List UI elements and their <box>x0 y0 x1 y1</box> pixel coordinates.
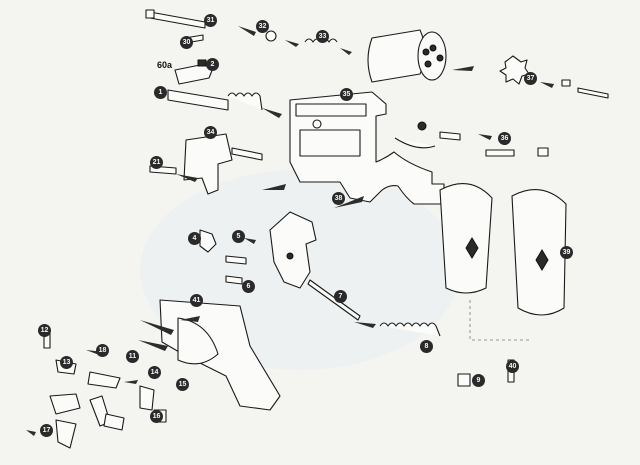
callout-label: 1 <box>154 86 167 99</box>
callout-label: 11 <box>126 350 139 363</box>
header-label: 60a <box>157 60 173 70</box>
callout-label: 34 <box>204 126 217 139</box>
callout-label: 33 <box>316 30 329 43</box>
callout-label: 38 <box>332 192 345 205</box>
callout-label: 31 <box>204 14 217 27</box>
callout-label: 5 <box>232 230 245 243</box>
callout-label: 32 <box>256 20 269 33</box>
extractor-star <box>499 55 609 99</box>
callout-label: 13 <box>60 356 73 369</box>
callout-label: 12 <box>38 324 51 337</box>
cylinder-release-parts <box>417 121 549 157</box>
callout-label: 4 <box>188 232 201 245</box>
callout-label: 8 <box>420 340 433 353</box>
cylinder <box>367 29 474 83</box>
trigger-guard <box>138 299 281 411</box>
callout-label: 40 <box>506 360 519 373</box>
callout-label: 30 <box>180 36 193 49</box>
callout-label: 14 <box>148 366 161 379</box>
callout-label: 37 <box>524 72 537 85</box>
callout-label: 41 <box>190 294 203 307</box>
callout-label: 39 <box>560 246 573 259</box>
callout-label: 36 <box>498 132 511 145</box>
callout-label: 9 <box>472 374 485 387</box>
callout-label: 21 <box>150 156 163 169</box>
grip-panels <box>439 183 567 341</box>
callout-label: 16 <box>150 410 163 423</box>
frame <box>289 91 445 205</box>
callout-label: 6 <box>242 280 255 293</box>
callout-label: 15 <box>176 378 189 391</box>
barrel-and-spring <box>167 59 282 118</box>
callout-label: 18 <box>96 344 109 357</box>
callout-label: 7 <box>334 290 347 303</box>
callout-label: 35 <box>340 88 353 101</box>
lower-small-parts <box>26 329 167 449</box>
callout-label: 2 <box>206 58 219 71</box>
callout-label: 17 <box>40 424 53 437</box>
crane <box>149 133 263 195</box>
hammer-group <box>199 184 364 321</box>
